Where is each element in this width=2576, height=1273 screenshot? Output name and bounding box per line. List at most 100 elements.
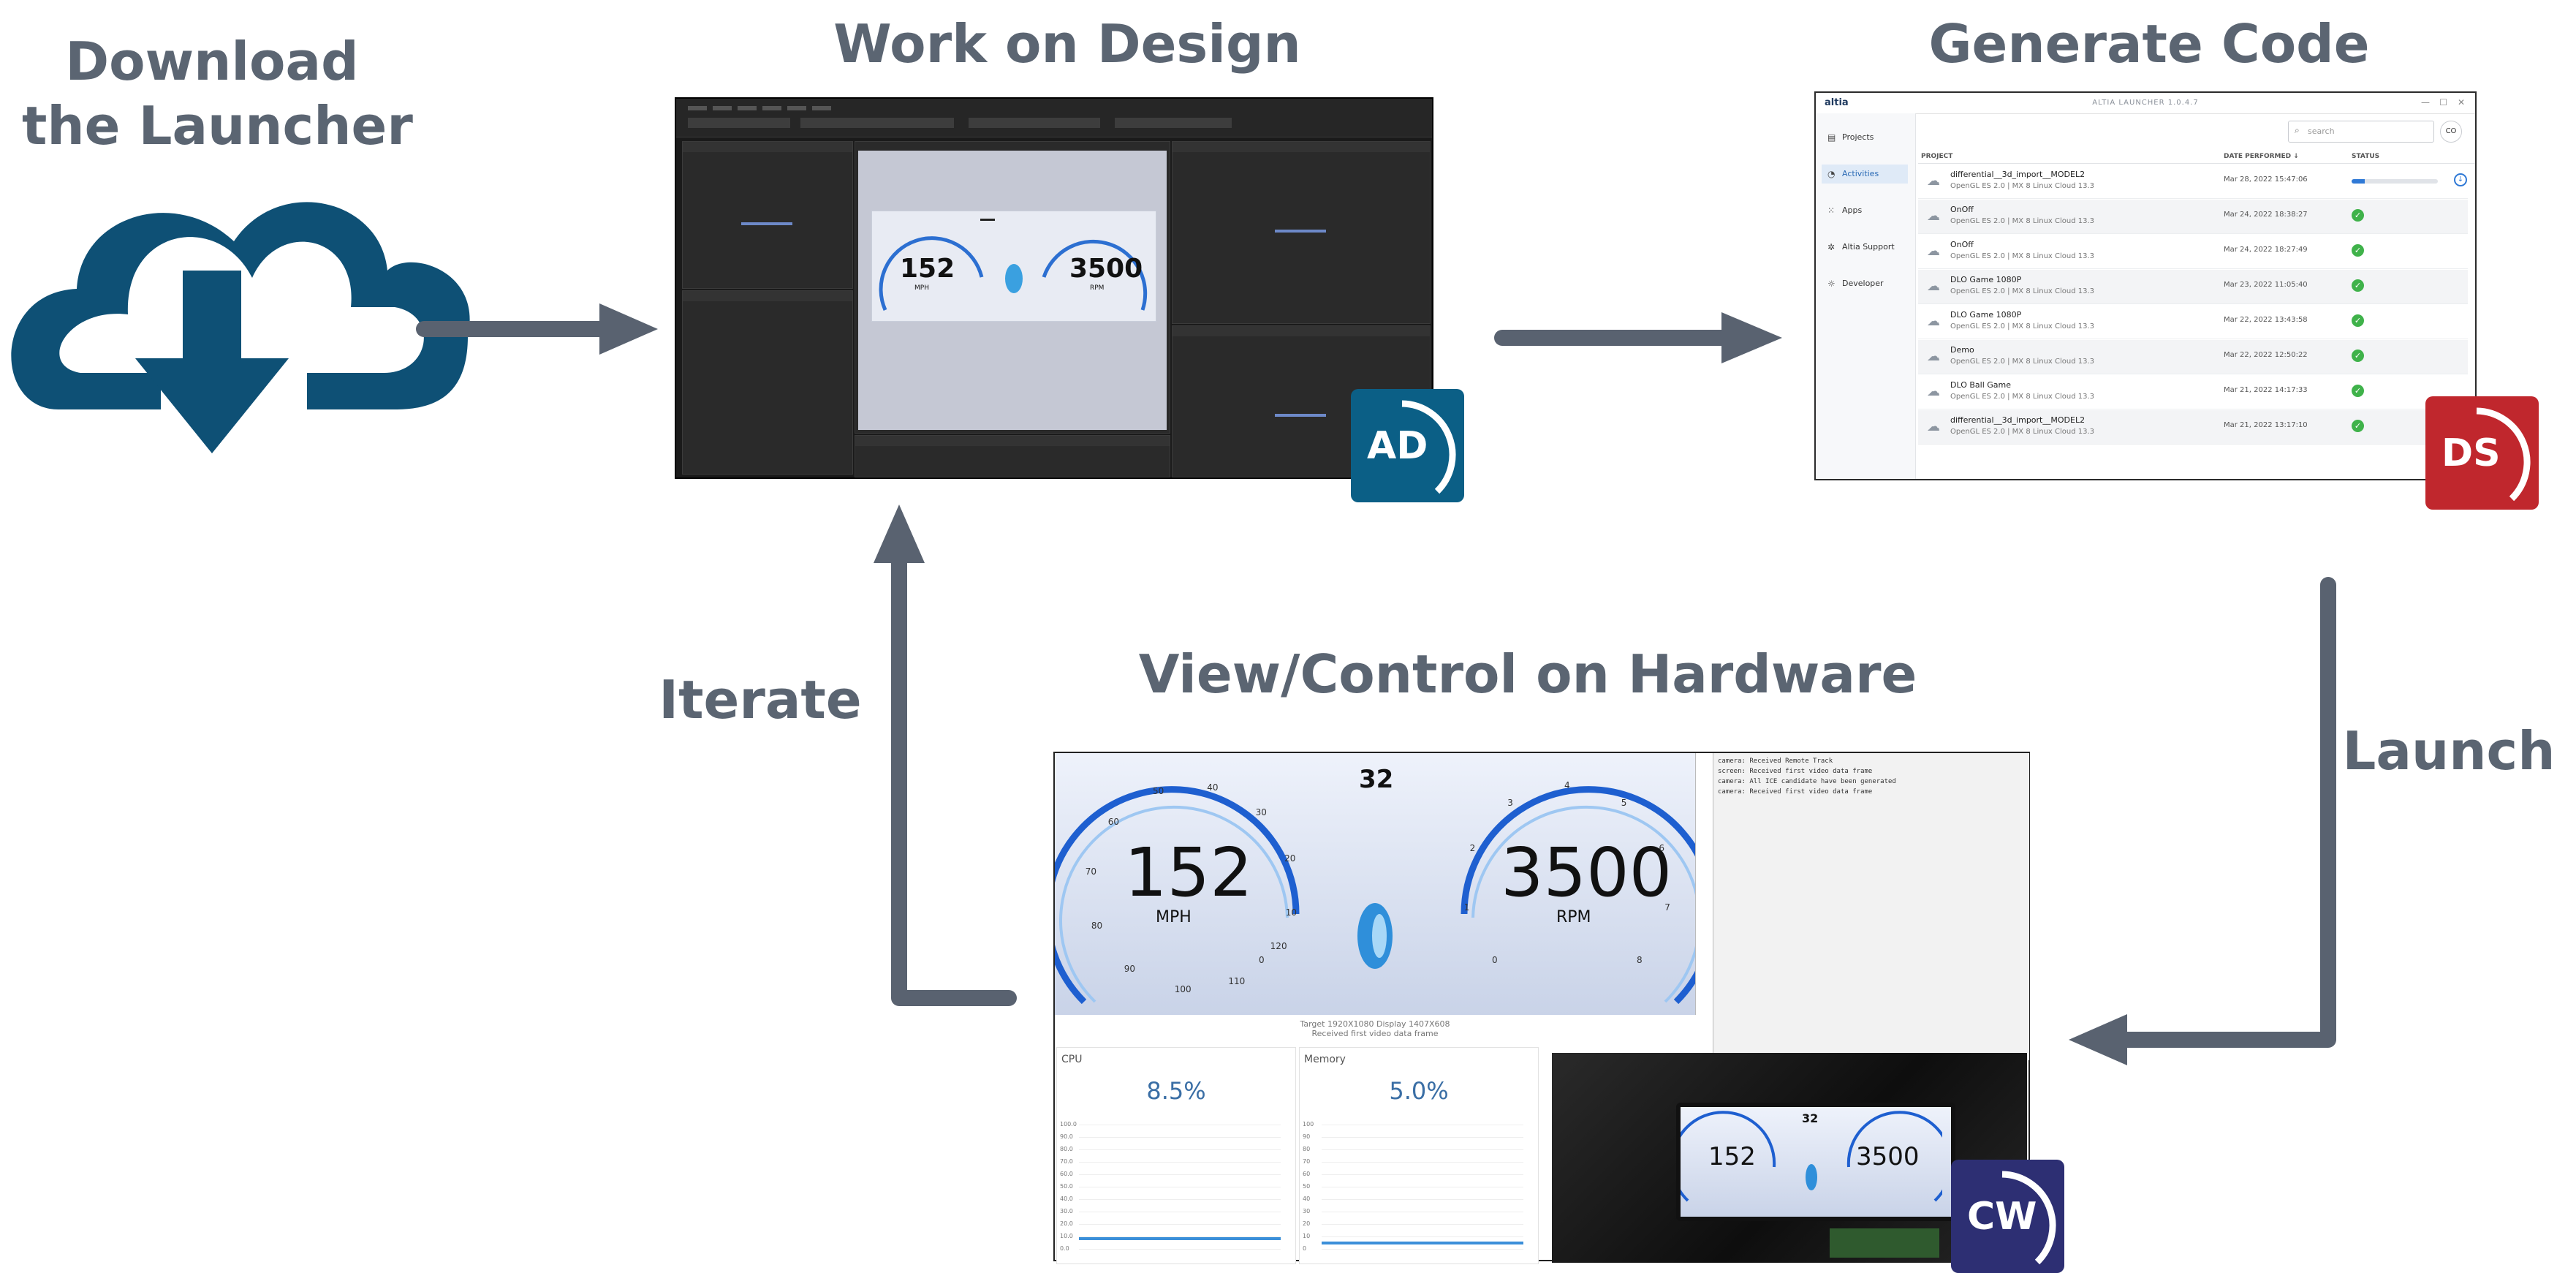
rpm-tick-label: 4	[1564, 780, 1570, 790]
cluster-gauges	[1055, 786, 1695, 1005]
ide-left-top-panel	[682, 141, 853, 289]
column-status[interactable]: STATUS	[2352, 153, 2380, 160]
date-performed: Mar 21, 2022 14:17:33	[2224, 386, 2308, 394]
speed-tick-label: 20	[1284, 853, 1296, 864]
project-name: Demo	[1950, 345, 1974, 355]
table-row[interactable]: ☁ DLO Game 1080P OpenGL ES 2.0 | MX 8 Linu…	[1918, 270, 2468, 304]
date-performed: Mar 22, 2022 13:43:58	[2224, 316, 2308, 324]
axis-label: 50	[1303, 1183, 1311, 1190]
altia-logo: altia	[1825, 97, 1849, 108]
download-icon[interactable]: ↓	[2454, 173, 2467, 186]
gear-indicator: 32	[1359, 765, 1394, 794]
date-performed: Mar 24, 2022 18:27:49	[2224, 246, 2308, 254]
launcher-window-title: ALTIA LAUNCHER 1.0.4.7	[2092, 99, 2199, 107]
altia-design-badge: AD	[1351, 389, 1464, 502]
avatar[interactable]: CO	[2440, 121, 2462, 143]
cloud-icon: ☁	[1927, 208, 1940, 224]
search-input[interactable]: ⌕ search	[2288, 121, 2434, 143]
cloud-icon: ☁	[1927, 314, 1940, 329]
sidebar-item-label: Developer	[1842, 279, 1884, 288]
arrow-launch	[2069, 577, 2336, 1065]
speed-unit: MPH	[1156, 908, 1192, 926]
project-target: OpenGL ES 2.0 | MX 8 Linux Cloud 13.3	[1950, 393, 2095, 401]
axis-label: 0.0	[1060, 1245, 1069, 1252]
axis-label: 80	[1303, 1146, 1311, 1152]
axis-label: 10.0	[1060, 1233, 1073, 1239]
design-ide-screenshot: 152 MPH 3500 RPM	[675, 97, 1433, 479]
column-project[interactable]: PROJECT	[1921, 153, 1953, 160]
console-line: camera: Received Remote Track	[1718, 758, 1833, 765]
arrow-design-to-generate	[1494, 312, 1782, 363]
sidebar-item-label: Apps	[1842, 205, 1863, 215]
axis-label: 60	[1303, 1171, 1311, 1177]
date-performed: Mar 22, 2022 12:50:22	[2224, 351, 2308, 359]
project-name: differential__3d_import__MODEL2	[1950, 415, 2086, 425]
photo-rpm-value: 3500	[1856, 1142, 1920, 1171]
sidebar-item-altia-support[interactable]: ✲Altia Support	[1822, 238, 1908, 257]
project-name: OnOff	[1950, 240, 1974, 249]
cluster-status-line2: Received first video data frame	[1311, 1029, 1439, 1038]
axis-label: 10	[1303, 1233, 1311, 1239]
progress-bar	[2352, 179, 2438, 184]
check-icon: ✓	[2352, 314, 2364, 327]
maximize-icon[interactable]: ☐	[2439, 97, 2447, 107]
date-performed: Mar 24, 2022 18:38:27	[2224, 211, 2308, 219]
minimize-icon[interactable]: —	[2421, 97, 2430, 107]
design-rpm-unit: RPM	[1090, 284, 1105, 292]
ide-bottom-panel	[855, 435, 1170, 477]
close-icon[interactable]: ✕	[2457, 97, 2465, 107]
axis-label: 20.0	[1060, 1220, 1073, 1227]
cpu-title: CPU	[1061, 1054, 1083, 1065]
column-date[interactable]: DATE PERFORMED ↓	[2224, 153, 2299, 160]
axis-label: 40.0	[1060, 1195, 1073, 1202]
gridline	[1079, 1137, 1281, 1138]
cloud-icon: ☁	[1927, 243, 1940, 259]
axis-label: 70	[1303, 1158, 1311, 1165]
rpm-tick-label: 8	[1636, 954, 1643, 965]
gridline	[1079, 1174, 1281, 1175]
gridline	[1079, 1224, 1281, 1225]
support-icon: ✲	[1827, 242, 1836, 252]
project-name: DLO Ball Game	[1950, 380, 2012, 390]
project-name: differential__3d_import__MODEL2	[1950, 170, 2086, 179]
axis-label: 100.0	[1060, 1121, 1077, 1127]
project-name: DLO Game 1080P	[1950, 275, 2022, 284]
axis-label: 50.0	[1060, 1183, 1073, 1190]
iterate-label: Iterate	[659, 669, 862, 730]
project-target: OpenGL ES 2.0 | MX 8 Linux Cloud 13.3	[1950, 182, 2095, 190]
sidebar-item-developer[interactable]: ☼ Developer	[1822, 274, 1908, 293]
check-icon: ✓	[2352, 350, 2364, 362]
project-target: OpenGL ES 2.0 | MX 8 Linux Cloud 13.3	[1950, 287, 2095, 295]
speed-tick-label: 70	[1085, 866, 1097, 877]
gridline	[1322, 1249, 1523, 1250]
project-target: OpenGL ES 2.0 | MX 8 Linux Cloud 13.3	[1950, 358, 2095, 366]
gridline	[1079, 1199, 1281, 1200]
activity-icon: ◔	[1827, 169, 1836, 179]
project-name: DLO Game 1080P	[1950, 310, 2022, 320]
sidebar-item-activities[interactable]: ◔Activities	[1822, 165, 1908, 184]
altia-deepscreen-badge-text: DS	[2441, 431, 2501, 475]
sidebar-item-projects[interactable]: ▤Projects	[1822, 128, 1908, 147]
speed-tick-label: 110	[1228, 975, 1246, 986]
axis-label: 60.0	[1060, 1171, 1073, 1177]
speed-tick-label: 60	[1107, 817, 1120, 827]
step-download-title-line2: the Launcher	[22, 95, 413, 156]
developer-icon: ☼	[1827, 279, 1836, 289]
sidebar-item-apps[interactable]: ⁙Apps	[1822, 201, 1908, 220]
gridline	[1079, 1162, 1281, 1163]
memory-value: 5.0%	[1389, 1077, 1449, 1105]
cloud-icon: ☁	[1927, 279, 1940, 294]
cloud-icon: ☁	[1927, 349, 1940, 364]
step-download-title-line1: Download	[65, 31, 359, 92]
rpm-value: 3500	[1501, 834, 1672, 912]
altia-deepscreen-badge: DS	[2425, 396, 2539, 510]
console-line: camera: All ICE candidate have been gene…	[1718, 778, 1896, 785]
